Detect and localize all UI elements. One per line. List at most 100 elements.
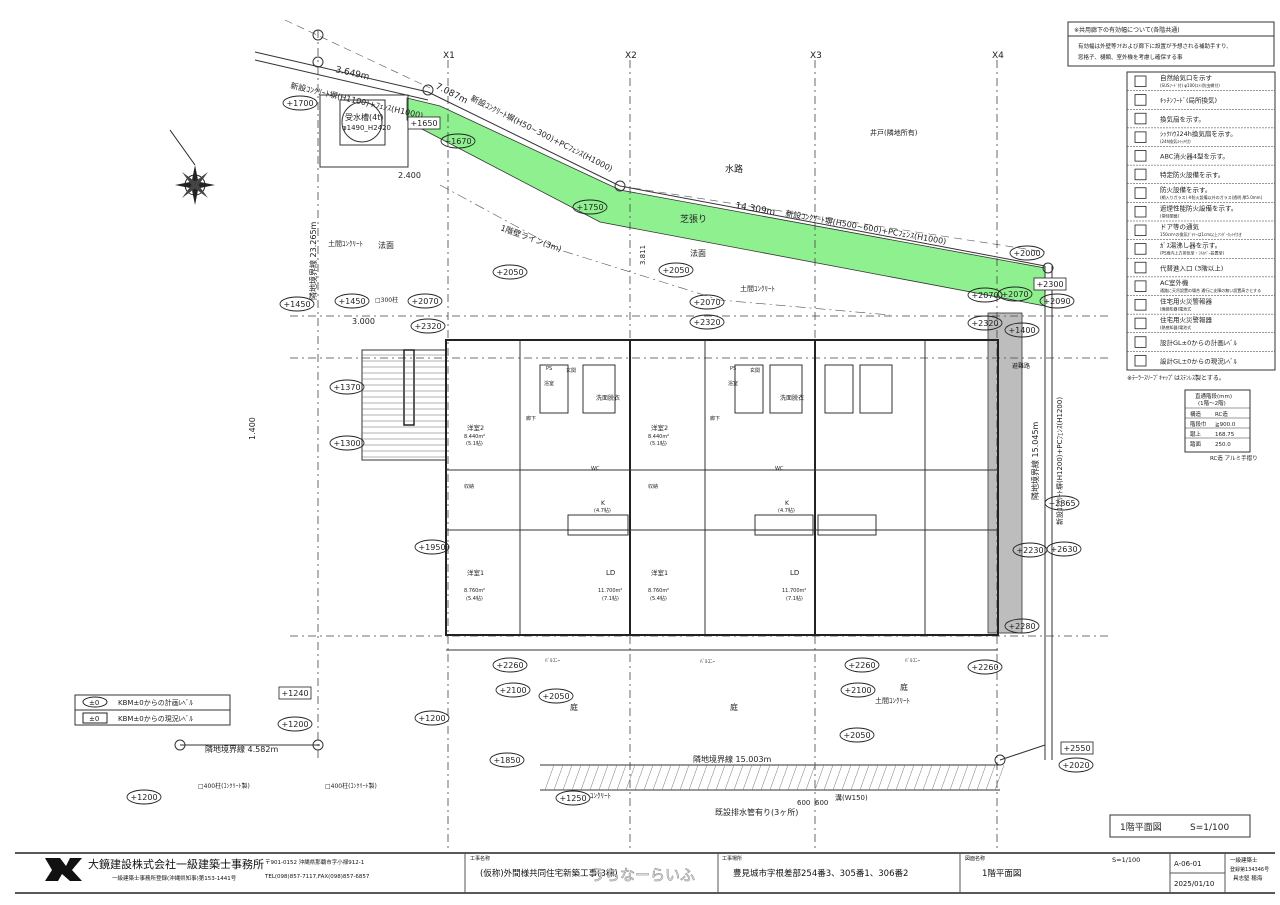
well-label: 井戸(隣地所有) xyxy=(870,128,918,137)
current-level-symbol: ±0 xyxy=(89,715,99,723)
project-label: 工事名称 xyxy=(470,855,490,862)
dim-1400: 1.400 xyxy=(248,417,257,440)
architect-name: 具志堅 穂海 xyxy=(1233,874,1263,882)
elevation-marker: +2050 xyxy=(839,727,875,743)
room-tatami: (7.1帖) xyxy=(786,595,803,602)
stair-table-value: 168.75 xyxy=(1215,432,1235,438)
elevation-marker: +1200 xyxy=(126,789,162,805)
natural-vent-icon xyxy=(1134,75,1147,88)
elevation-value: +1400 xyxy=(1008,326,1035,335)
elevation-marker: +2070 xyxy=(997,286,1033,302)
lawn-label: 芝張り xyxy=(680,213,707,225)
legend-sublabel: (網入りガラス) ※防火設備以外のガラス(透明 厚5.0mm) xyxy=(1160,194,1263,200)
fire-equipment-icon xyxy=(1134,187,1147,199)
balcony-label: ﾊﾞﾙｺﾆｰ xyxy=(905,657,921,664)
elevation-value: +2050 xyxy=(496,268,523,277)
elevation-marker: +2100 xyxy=(495,682,531,698)
elevation-marker: +1450 xyxy=(334,293,370,309)
room-label: K xyxy=(785,500,790,507)
company-logo xyxy=(45,858,82,881)
elevation-value: +2260 xyxy=(971,663,998,672)
elevation-marker: +2260 xyxy=(967,659,1003,675)
ac-unit-icon xyxy=(1134,280,1147,292)
elevation-value: +2865 xyxy=(1048,499,1075,508)
smoke-alarm-icon xyxy=(1134,299,1147,311)
elevation-value: +2280 xyxy=(1008,622,1035,631)
elevation-value: +1240 xyxy=(281,689,308,698)
stair-table-value: ≧900.0 xyxy=(1215,422,1236,428)
plan-level-symbol: ±0 xyxy=(89,699,99,707)
project-location: 豊見城市字根差部254番3、305番1、306番2 xyxy=(733,868,908,879)
legend-label: ｷｯﾁﾝﾌｰﾄﾞ(局所換気) xyxy=(1160,96,1217,105)
earth-concrete-label-3: 土間ｺﾝｸﾘｰﾄ xyxy=(875,696,910,705)
legend-label: 自然給気口を示す xyxy=(1160,73,1213,82)
room-label: 洋室1 xyxy=(651,568,668,577)
heat-alarm-icon xyxy=(1134,317,1147,330)
elevation-marker: +2280 xyxy=(1004,618,1040,634)
elevation-marker: +2090 xyxy=(1039,293,1075,309)
stair-table-value: RC造 xyxy=(1215,410,1228,418)
elevation-value: +1370 xyxy=(333,383,360,392)
room-label: 洋室1 xyxy=(467,568,484,577)
retaining-wall-hatch xyxy=(544,764,1005,791)
elevation-marker: +1950 xyxy=(414,539,450,555)
elevation-value: +2050 xyxy=(843,731,870,740)
room-area: 11.700m² xyxy=(598,588,622,594)
elevation-value: +2550 xyxy=(1063,744,1090,753)
room-label: WC xyxy=(775,466,784,472)
legend-label: 設計GL±0からの現況ﾚﾍﾞﾙ xyxy=(1160,356,1237,365)
legend-label: ｶﾞｽ湯沸し器を示す。 xyxy=(1160,241,1221,250)
notice-line-1: 有効幅は外壁等ﾌﾁおよび廊下に設置が予想される補助手すり、 xyxy=(1078,42,1232,50)
evacuation-path-area xyxy=(987,312,1023,634)
room-area: 8.760m² xyxy=(648,588,669,594)
fence-length-2: 7.087m xyxy=(434,82,469,107)
elevation-marker: +1240 xyxy=(278,686,312,700)
elevation-value: +1450 xyxy=(338,297,365,306)
room-area: 11.700m² xyxy=(782,588,806,594)
symbol-legend: 自然給気口を示す(SUSﾌｰﾄﾞ付) φ100(ｽﾃﾝ防虫網付) ｷｯﾁﾝﾌｰﾄﾞ… xyxy=(1126,71,1276,371)
room-label: 玄関 xyxy=(750,367,760,374)
elevation-marker: +1850 xyxy=(489,752,525,768)
elevation-value: +2070 xyxy=(971,291,998,300)
room-label: 廊下 xyxy=(710,415,720,422)
plan-level-icon xyxy=(1134,336,1147,348)
elevation-value: +2000 xyxy=(1013,249,1040,258)
elevation-value: +2090 xyxy=(1043,297,1070,306)
elevation-marker: +2865 xyxy=(1044,495,1080,511)
legend-label: 換気扇を示す。 xyxy=(1160,114,1205,123)
boundary-bottom: 隣地境界線 15.003m xyxy=(693,754,772,764)
elevation-marker: +2630 xyxy=(1046,541,1082,557)
garden-label-1: 庭 xyxy=(570,702,578,712)
water-tank: 受水槽(4t) φ1490_H2420 xyxy=(319,94,409,168)
elevation-marker: +2320 xyxy=(410,318,446,334)
slope-label-2: 法面 xyxy=(690,248,706,258)
legend-sublabel: (PS扉内上方排気型・ﾌﾙｶﾊﾞｰ設置型) xyxy=(1160,250,1225,256)
drain-note: 既設排水管有り(3ヶ所) xyxy=(715,807,798,817)
drawing-name: 1階平面図 xyxy=(982,868,1021,879)
earth-concrete-label-2: 土間ｺﾝｸﾘｰﾄ xyxy=(740,284,775,293)
stair xyxy=(361,349,447,461)
elevation-value: +1850 xyxy=(493,756,520,765)
elevation-value: +1750 xyxy=(576,203,603,212)
elevation-value: +1950 xyxy=(418,543,445,552)
title-block: 大鏡建設株式会社一級建築士事務所 一級建築士事務所登録(沖縄県知事)第153-1… xyxy=(15,852,1275,894)
balcony-label: ﾊﾞﾙｺﾆｰ xyxy=(700,658,716,665)
gas-heater-icon xyxy=(1134,243,1147,255)
room-label: PS xyxy=(730,366,736,372)
grid-label-x4: X4 xyxy=(992,51,1004,61)
post-label-b: □400柱(ｺﾝｸﾘｰﾄ製) xyxy=(325,782,377,790)
elevation-marker: +1200 xyxy=(277,716,313,732)
elevation-marker: +1670 xyxy=(440,133,476,149)
room-area: 8.440m² xyxy=(464,434,485,440)
room-label: 廊下 xyxy=(526,415,536,422)
company-tel: TEL(098)857-7117,FAX(098)857-6857 xyxy=(264,874,370,880)
drawing-number: A-06-01 xyxy=(1174,860,1202,868)
legend-sublabel: (SUSﾌｰﾄﾞ付) φ100(ｽﾃﾝ防虫網付) xyxy=(1160,82,1220,88)
fence-right-desc: 新設ｺﾝｸﾘｰﾄ塀(H1200)+PCﾌｪﾝｽ(H1200) xyxy=(1055,397,1064,525)
room-label: 浴室 xyxy=(544,380,554,387)
legend-label: 設計GL±0からの計画ﾚﾍﾞﾙ xyxy=(1160,338,1237,347)
slope-label-1: 法面 xyxy=(378,240,394,250)
emergency-entry-icon xyxy=(1134,261,1147,274)
scale-box-scale: S=1/100 xyxy=(1190,823,1229,833)
